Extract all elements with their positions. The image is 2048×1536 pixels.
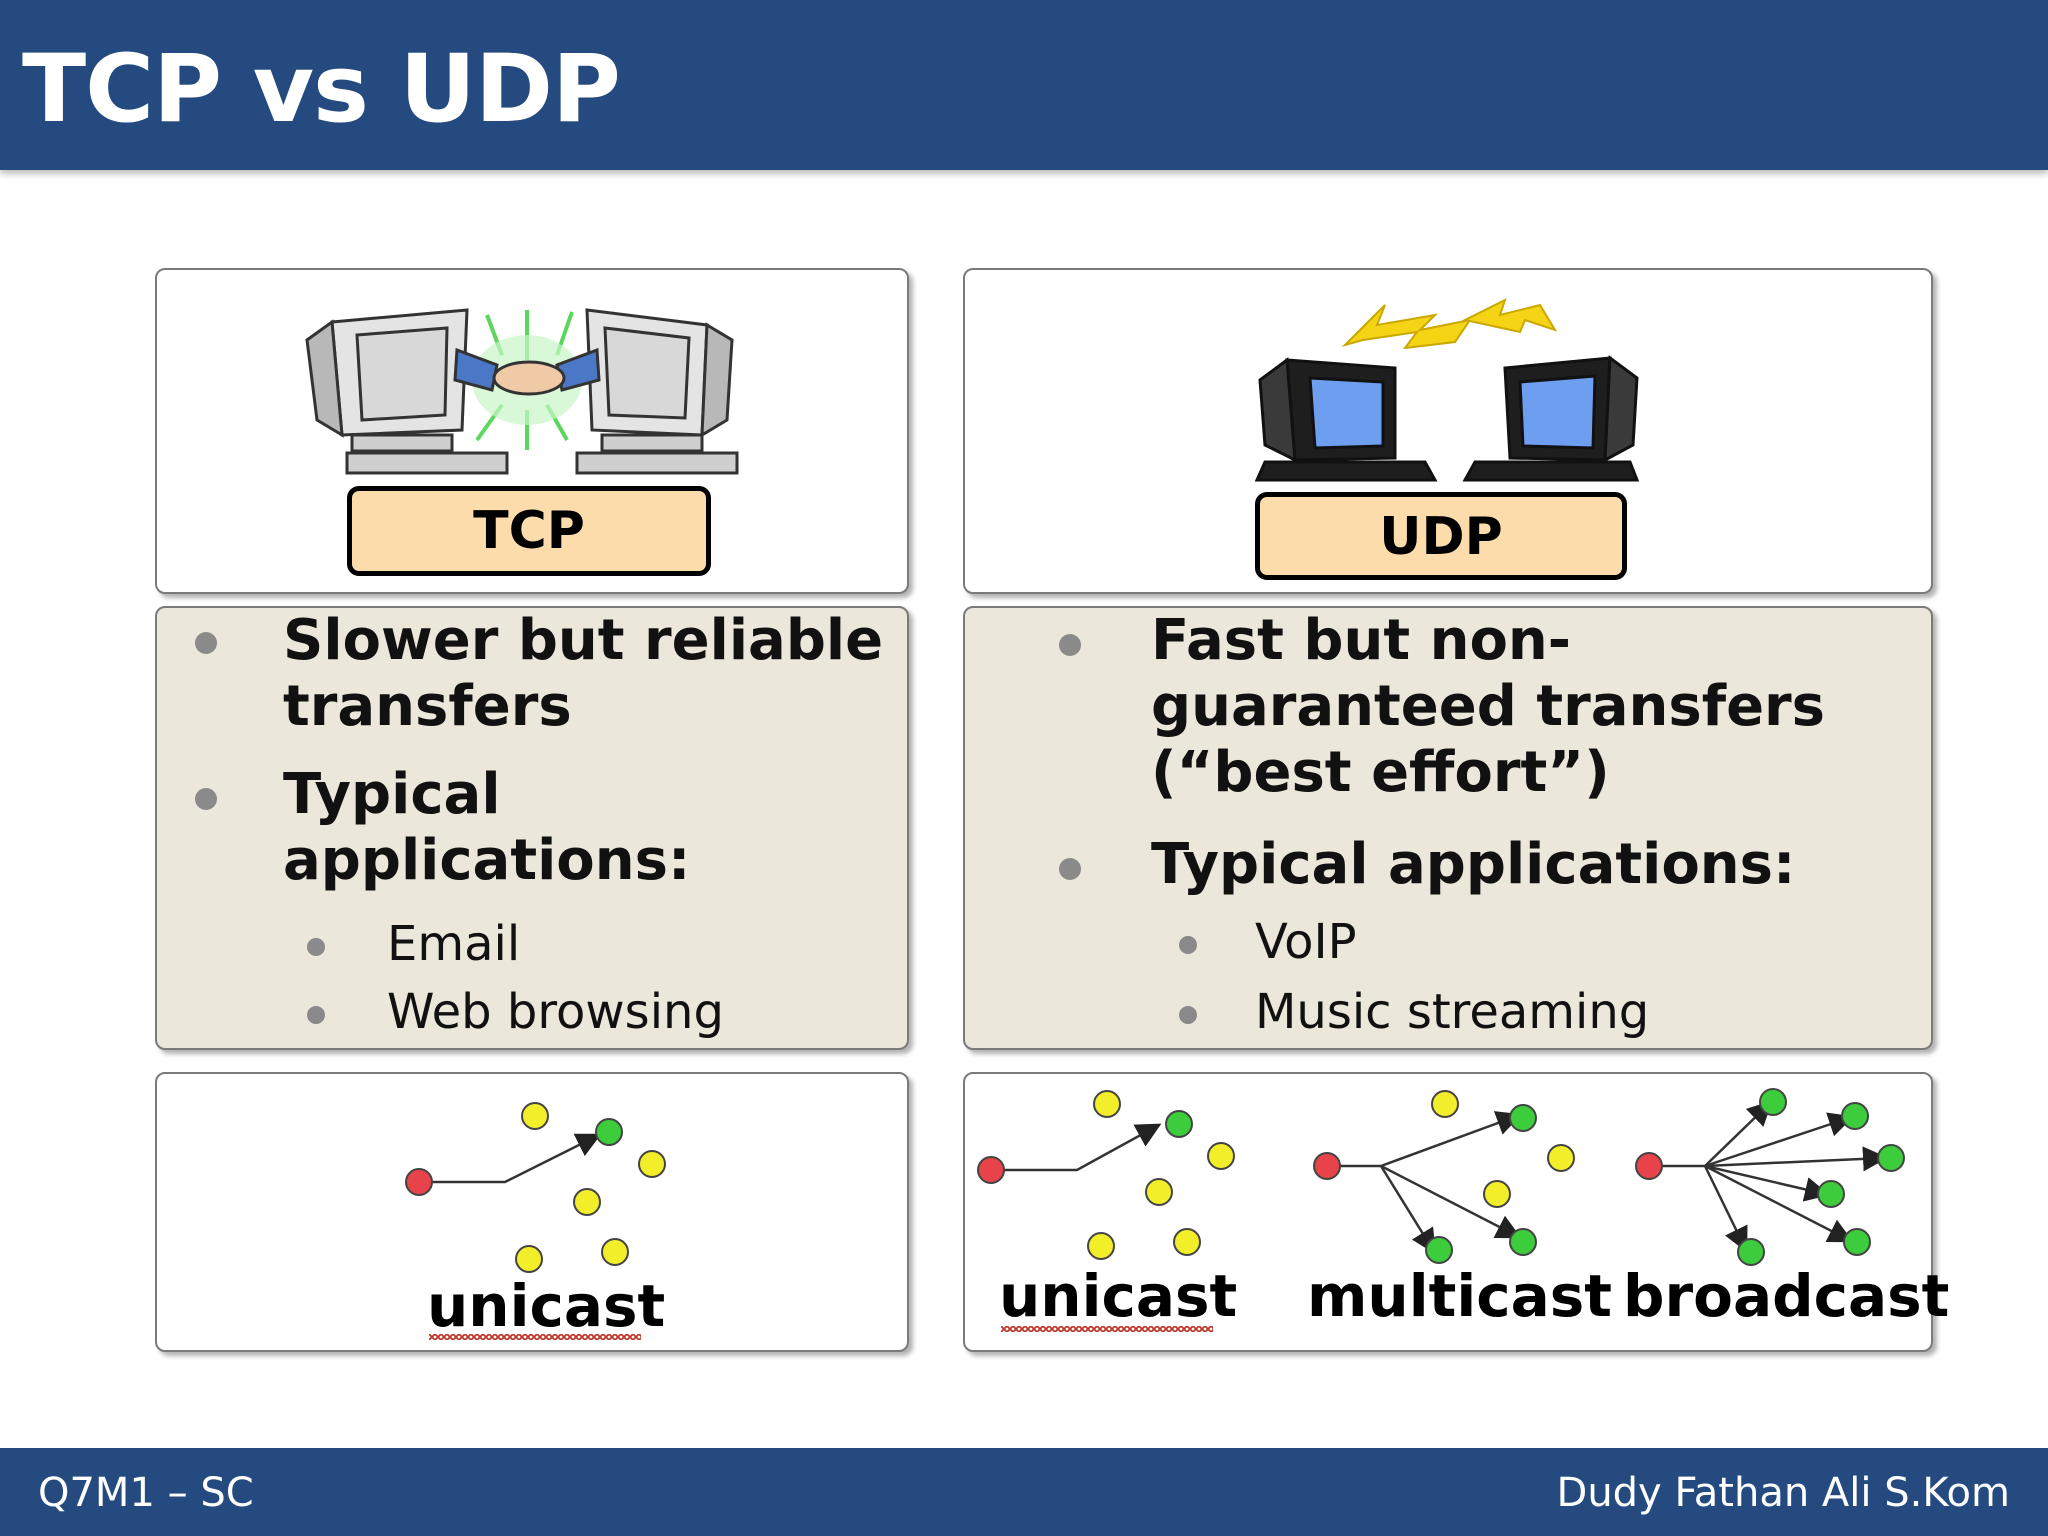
sub-bullet-text: VoIP (1255, 914, 1357, 970)
target-node-icon (1817, 1180, 1845, 1208)
node-icon (515, 1245, 543, 1273)
udp-multicast-label: multicast (1307, 1262, 1612, 1330)
target-node-icon (1509, 1104, 1537, 1132)
broadcast-diagram (1635, 1088, 1905, 1266)
source-node-icon (1635, 1152, 1663, 1180)
node-icon (1431, 1090, 1459, 1118)
tcp-unicast-label: unicast (427, 1272, 666, 1340)
tcp-label: TCP (347, 486, 711, 576)
source-node-icon (405, 1168, 433, 1196)
footer-author: Dudy Fathan Ali S.Kom (1556, 1470, 2010, 1516)
bullet-text: (“best effort”) (1151, 740, 1610, 805)
tcp-description-box: Slower but reliable transfers Typical ap… (155, 606, 909, 1050)
node-icon (1173, 1228, 1201, 1256)
node-icon (1093, 1090, 1121, 1118)
slide-header: TCP vs UDP (0, 0, 2048, 170)
multicast-diagram (1313, 1090, 1575, 1264)
bullet-text: Typical (283, 762, 501, 827)
node-icon (1483, 1180, 1511, 1208)
node-icon (521, 1102, 549, 1130)
bullet-text: guaranteed transfers (1151, 674, 1825, 739)
right-computer-icon (575, 308, 739, 475)
bullet-text: applications: (283, 828, 691, 893)
tcp-handshake-illustration (305, 308, 739, 475)
left-computer-icon (305, 308, 509, 475)
tcp-image-box: TCP (155, 268, 909, 594)
sub-bullet-dot (1179, 936, 1197, 954)
sub-bullet-dot (307, 938, 325, 956)
udp-cast-box: unicast multicast broadcast (963, 1072, 1949, 1352)
bullet-text: Typical applications: (1151, 832, 1796, 897)
bullet-dot (195, 632, 217, 654)
target-node-icon (1165, 1110, 1193, 1138)
target-node-icon (1425, 1236, 1453, 1264)
right-computer-icon (1462, 355, 1640, 482)
udp-cast-diagrams (977, 1088, 1905, 1266)
source-node-icon (1313, 1152, 1341, 1180)
udp-broadcast-label: broadcast (1623, 1262, 1950, 1330)
node-icon (1547, 1144, 1575, 1172)
sub-bullet-dot (307, 1006, 325, 1024)
node-icon (601, 1238, 629, 1266)
target-node-icon (1509, 1228, 1537, 1256)
node-icon (1087, 1232, 1115, 1260)
node-icon (573, 1188, 601, 1216)
target-node-icon (1737, 1238, 1765, 1266)
slide-footer: Q7M1 – SC Dudy Fathan Ali S.Kom (0, 1448, 2048, 1536)
udp-unicast-label: unicast (999, 1262, 1238, 1330)
target-node-icon (1841, 1102, 1869, 1130)
target-node-icon (595, 1118, 623, 1146)
bullet-dot (195, 788, 217, 810)
left-computer-icon (1254, 357, 1438, 482)
target-node-icon (1759, 1088, 1787, 1116)
handshake-icon (453, 347, 601, 396)
node-icon (638, 1150, 666, 1178)
sub-bullet-text: Email (387, 916, 521, 972)
spellcheck-underline (1001, 1326, 1213, 1332)
udp-image-box: UDP (963, 268, 1933, 594)
target-node-icon (1843, 1228, 1871, 1256)
lightning-icon (1341, 298, 1558, 350)
node-icon (1207, 1142, 1235, 1170)
unicast-diagram (977, 1090, 1235, 1260)
bullet-text: transfers (283, 674, 572, 739)
udp-label: UDP (1255, 492, 1627, 580)
source-node-icon (977, 1156, 1005, 1184)
tcp-unicast-diagram (405, 1102, 666, 1273)
sub-bullet-dot (1179, 1006, 1197, 1024)
slide-title: TCP vs UDP (22, 35, 621, 144)
spellcheck-underline (429, 1334, 641, 1340)
tcp-cast-box: unicast (155, 1072, 909, 1352)
node-icon (1145, 1178, 1173, 1206)
sub-bullet-text: Web browsing (387, 984, 724, 1040)
bullet-text: Slower but reliable (283, 608, 884, 673)
target-node-icon (1877, 1144, 1905, 1172)
bullet-dot (1059, 634, 1081, 656)
sub-bullet-text: Music streaming (1255, 984, 1650, 1040)
footer-course-code: Q7M1 – SC (38, 1470, 254, 1516)
udp-description-box: Fast but non- guaranteed transfers (“bes… (963, 606, 1933, 1050)
udp-computers-illustration (1254, 298, 1640, 482)
bullet-dot (1059, 858, 1081, 880)
bullet-text: Fast but non- (1151, 608, 1572, 673)
